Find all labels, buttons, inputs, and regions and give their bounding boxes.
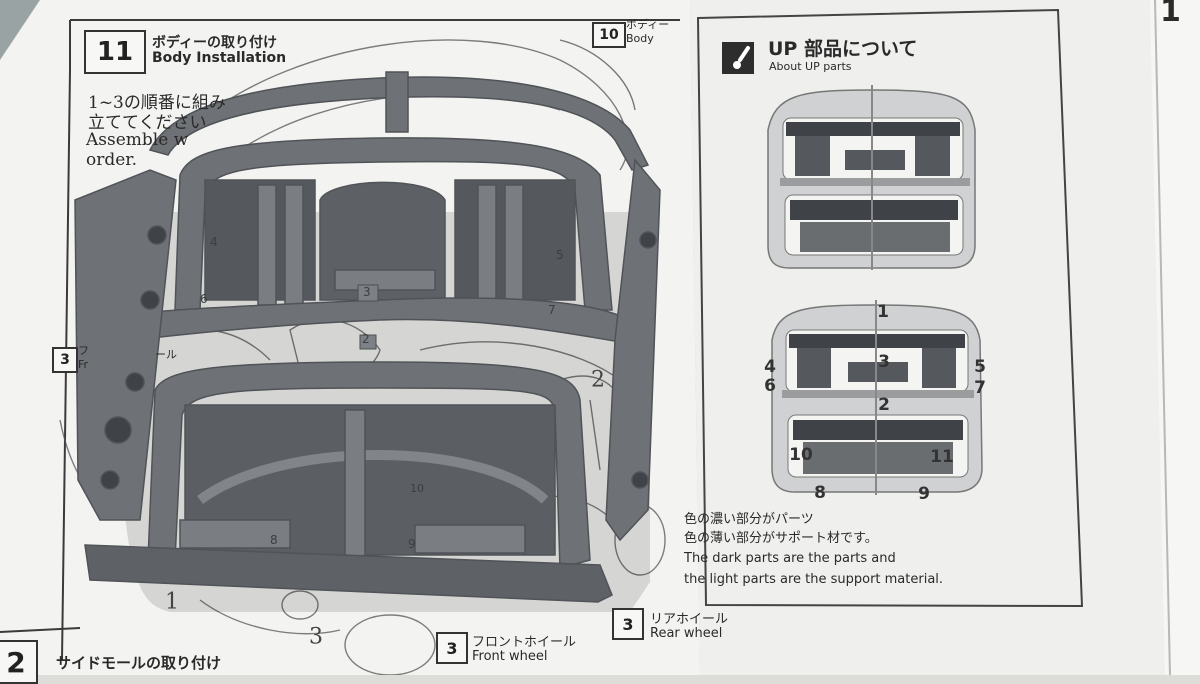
up-label-9: 9 (918, 484, 930, 504)
up-label-3: 3 (878, 352, 890, 372)
part-10-name-jp: ボディー (626, 18, 670, 31)
rear-wheel-name-en: Rear wheel (650, 626, 723, 641)
up-label-8: 8 (814, 483, 826, 503)
up-label-6: 6 (764, 376, 776, 396)
up-label-1: 1 (877, 302, 889, 322)
support-arch (148, 76, 650, 171)
up-diagram-bottom (771, 300, 983, 495)
sprue-number-9: 9 (408, 537, 416, 551)
right-rail (605, 158, 661, 542)
diagram-circled-3: 3 (309, 624, 323, 650)
up-note-jp-2: 色の薄い部分がサポート材です。 (684, 531, 878, 546)
part-10-name-en: Body (626, 32, 654, 45)
base-plate (84, 544, 613, 603)
up-note-en-2: the light parts are the support material… (684, 572, 944, 587)
rear-wheel-name-jp: リアホイール (650, 612, 729, 627)
rear-wheel-number: 3 (612, 608, 644, 640)
up-label-4: 4 (764, 357, 776, 377)
left-rail (74, 169, 177, 521)
up-note-en-1: The dark parts are the parts and (684, 551, 896, 566)
diagram-circled-2: 2 (591, 367, 605, 393)
sprue-number-3: 3 (363, 285, 371, 299)
up-note-jp-1: 色の濃い部分がパーツ (684, 512, 814, 527)
front-wheel-name-en: Front wheel (472, 649, 548, 664)
corner-page-number: 1 (1160, 0, 1181, 29)
step-11-title-jp: ボディーの取り付け (152, 35, 278, 51)
sprue-number-6: 6 (200, 292, 208, 306)
part-10-number: 10 (592, 22, 626, 48)
step-11-note-jp-1: 1~3の順番に組み (88, 93, 226, 113)
sprue-number-10: 10 (410, 482, 424, 495)
up-diagram-top (767, 85, 976, 270)
step-11-note-en-2: order. (86, 150, 137, 170)
up-parts-title-en: About UP parts (769, 60, 852, 73)
step-11-number: 11 (84, 30, 146, 74)
part-3-left-suffix: ール (155, 348, 177, 361)
part-3-left-name-jp: フ (78, 344, 89, 357)
part-3-left-number: 3 (52, 347, 78, 373)
up-parts-frame (696, 8, 1084, 608)
step-11-title-en: Body Installation (152, 50, 287, 66)
up-label-5: 5 (974, 357, 986, 377)
sprue-number-2: 2 (362, 332, 370, 346)
up-label-7: 7 (974, 378, 986, 398)
part-3-left-name-en: Fr (78, 358, 89, 371)
step-12-number: 2 (0, 640, 38, 684)
front-wheel-name-jp: フロントホイール (472, 635, 577, 650)
sprue-number-5: 5 (556, 248, 564, 262)
front-wheel-number: 3 (436, 632, 468, 664)
sprue-number-7: 7 (548, 303, 556, 317)
step-11-note-en-1: Assemble w (86, 130, 189, 150)
diagram-circled-1: 1 (165, 589, 179, 615)
step-11-note-jp-2: 立ててください (88, 113, 207, 133)
sprue-number-4: 4 (210, 235, 218, 249)
step-12-title-jp: サイドモールの取り付け (56, 654, 222, 672)
up-label-2: 2 (878, 395, 890, 415)
upper-frame (174, 137, 613, 311)
up-parts-title-jp: UP 部品について (768, 38, 918, 60)
up-label-11: 11 (930, 447, 954, 467)
resin-part (74, 71, 661, 603)
sprue-number-8: 8 (270, 533, 278, 547)
up-label-10: 10 (789, 445, 813, 465)
